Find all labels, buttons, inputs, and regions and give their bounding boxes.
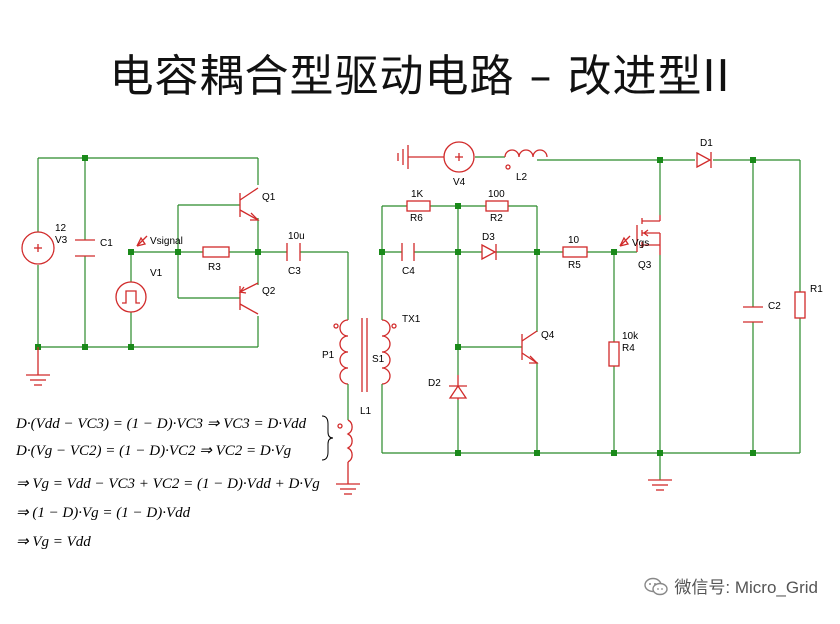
r2-value-label: 100 — [488, 189, 505, 200]
r2-label: R2 — [490, 213, 503, 224]
r4-label: R4 — [622, 343, 635, 354]
page-title: 电容耦合型驱动电路 – 改进型II — [109, 51, 731, 102]
c4-label: C4 — [402, 266, 415, 277]
c1-capacitor — [75, 239, 95, 257]
vgs-label: Vgs — [632, 238, 649, 249]
d1-label: D1 — [700, 138, 713, 149]
l1-inductor — [336, 419, 360, 495]
r3-label: R3 — [208, 262, 221, 273]
v3-value-label: 12 — [55, 223, 67, 234]
q4-label: Q4 — [541, 330, 555, 341]
equation-2: D·(Vg − VC2) = (1 − D)·VC2 ⇒ VC2 = D·Vg — [16, 443, 292, 459]
r4-value-label: 10k — [622, 331, 639, 342]
wechat-icon — [644, 577, 669, 596]
p1-label: P1 — [322, 350, 335, 361]
q1-transistor — [239, 187, 260, 221]
equation-3: ⇒ Vg = Vdd − VC3 + VC2 = (1 − D)·Vdd + D… — [16, 476, 320, 492]
r5-value-label: 10 — [568, 235, 580, 246]
r4-resistor — [608, 341, 620, 367]
ground-left — [26, 347, 50, 386]
v4-label: V4 — [453, 177, 466, 188]
r5-resistor — [562, 246, 588, 258]
q2-transistor — [238, 282, 259, 315]
q3-mosfet — [636, 215, 661, 255]
d2-diode — [448, 375, 468, 400]
vsignal-label: Vsignal — [150, 236, 183, 247]
s1-label: S1 — [372, 354, 385, 365]
q3-label: Q3 — [638, 260, 652, 271]
c3-label: C3 — [288, 266, 301, 277]
r5-label: R5 — [568, 260, 581, 271]
right-nodes — [379, 157, 756, 456]
l2-label: L2 — [516, 172, 528, 183]
ground-right — [648, 479, 672, 491]
tx1-transformer — [333, 318, 397, 420]
right-wires — [381, 156, 801, 480]
d3-label: D3 — [482, 232, 495, 243]
equation-5: ⇒ Vg = Vdd — [16, 534, 91, 550]
watermark-text: 微信号: Micro_Grid — [674, 578, 818, 597]
q2-label: Q2 — [262, 286, 276, 297]
watermark: 微信号: Micro_Grid — [644, 573, 818, 598]
r1-resistor — [794, 291, 806, 319]
r6-resistor — [406, 200, 431, 212]
r2-resistor — [485, 200, 509, 212]
equation-4: ⇒ (1 − D)·Vg = (1 − D)·Vdd — [16, 505, 191, 521]
r6-label: R6 — [410, 213, 423, 224]
v1-pulse-source — [115, 281, 147, 313]
l2-inductor — [504, 149, 548, 170]
c2-label: C2 — [768, 301, 781, 312]
c2-capacitor — [743, 306, 763, 323]
tx1-label: TX1 — [402, 314, 421, 325]
vgs-probe — [619, 235, 631, 247]
r6-value-label: 1K — [411, 189, 424, 200]
l1-label: L1 — [360, 406, 372, 417]
d2-label: D2 — [428, 378, 441, 389]
r1-label: R1 — [810, 284, 823, 295]
v4-source — [397, 141, 475, 173]
v1-label: V1 — [150, 268, 163, 279]
v3-label: V3 — [55, 235, 68, 246]
c3-value-label: 10u — [288, 231, 305, 242]
v3-source — [21, 231, 55, 265]
equation-1: D·(Vdd − VC3) = (1 − D)·VC3 ⇒ VC3 = D·Vd… — [16, 416, 307, 432]
c1-label: C1 — [100, 238, 113, 249]
c4-capacitor — [401, 243, 415, 261]
vsignal-probe — [136, 235, 148, 247]
q1-label: Q1 — [262, 192, 276, 203]
left-wires — [37, 157, 349, 348]
c3-capacitor — [286, 243, 301, 261]
q4-transistor — [521, 330, 539, 364]
r3-resistor — [202, 246, 230, 258]
d3-diode — [481, 243, 497, 261]
equation-brace — [321, 415, 334, 461]
d1-diode — [696, 151, 712, 169]
